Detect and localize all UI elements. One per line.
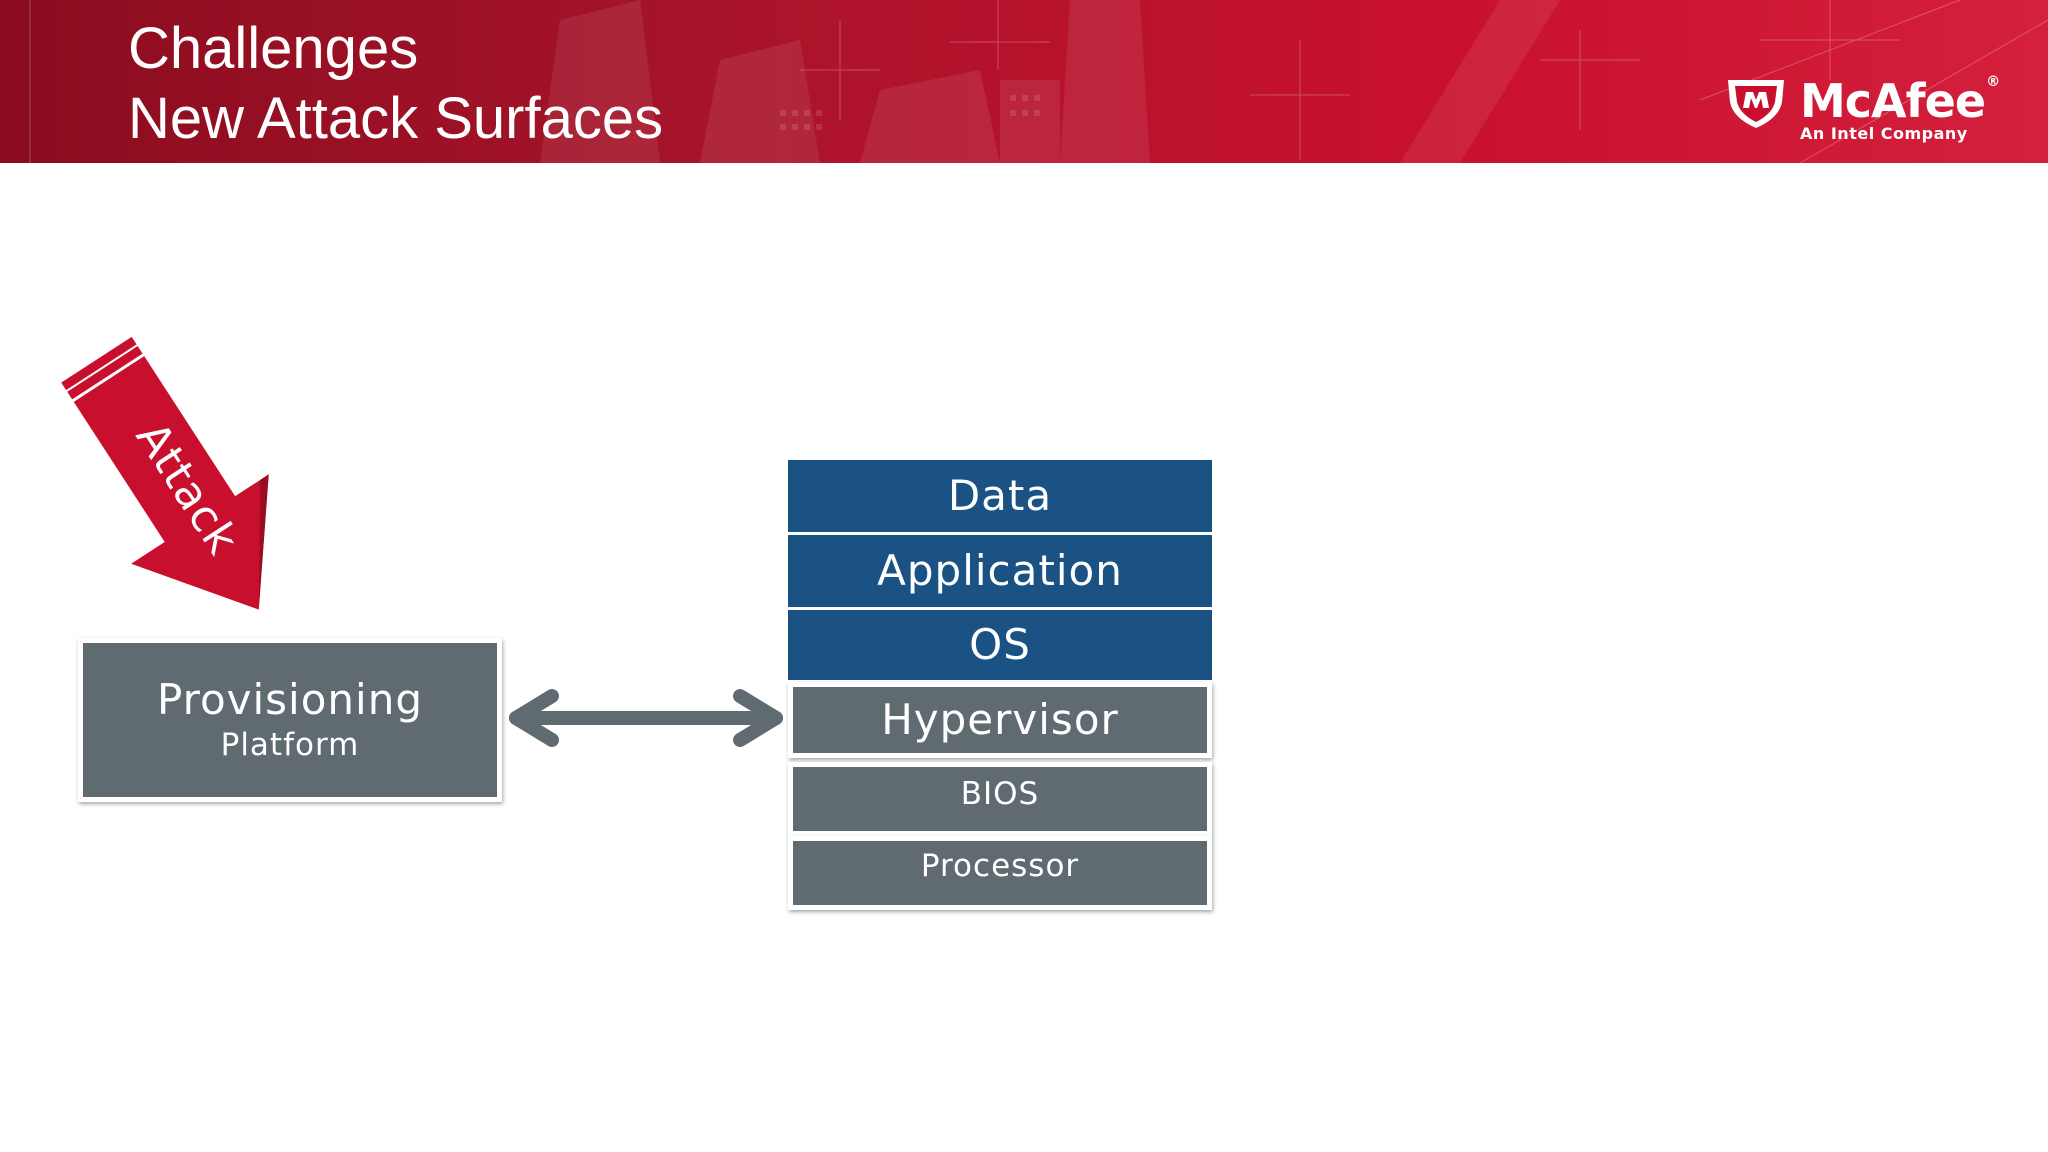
mcafee-logo: McAfee® An Intel Company [1724, 74, 2014, 146]
shield-icon [1728, 80, 1784, 128]
platform-title: Provisioning [157, 675, 423, 724]
header-banner: Challenges New Attack Surfaces McAfee® A… [0, 0, 2048, 163]
processor-fill [793, 841, 1207, 905]
stack-layer-processor: Processor [788, 836, 1212, 910]
stack-layer-os: OS [788, 610, 1212, 680]
title-line-2: New Attack Surfaces [128, 86, 664, 151]
hypervisor-fill [793, 687, 1207, 753]
slide-title: Challenges New Attack Surfaces [128, 14, 663, 154]
brand-tagline: An Intel Company [1800, 124, 1968, 143]
attack-arrow: Attack [61, 336, 269, 610]
stack-layer-application: Application [788, 535, 1212, 607]
stack-layer-bios: BIOS [788, 762, 1212, 836]
stack-layer-hypervisor: Hypervisor [788, 682, 1212, 758]
provisioning-platform-box: Provisioning Platform [78, 638, 502, 802]
brand-name: McAfee® [1800, 74, 2000, 128]
bios-fill [793, 767, 1207, 831]
stack-layer-data: Data [788, 460, 1212, 532]
title-line-1: Challenges [128, 16, 419, 81]
banner-background [0, 0, 2048, 163]
platform-subtitle: Platform [220, 727, 360, 763]
provisioning-platform-fill: Provisioning Platform [83, 643, 497, 797]
